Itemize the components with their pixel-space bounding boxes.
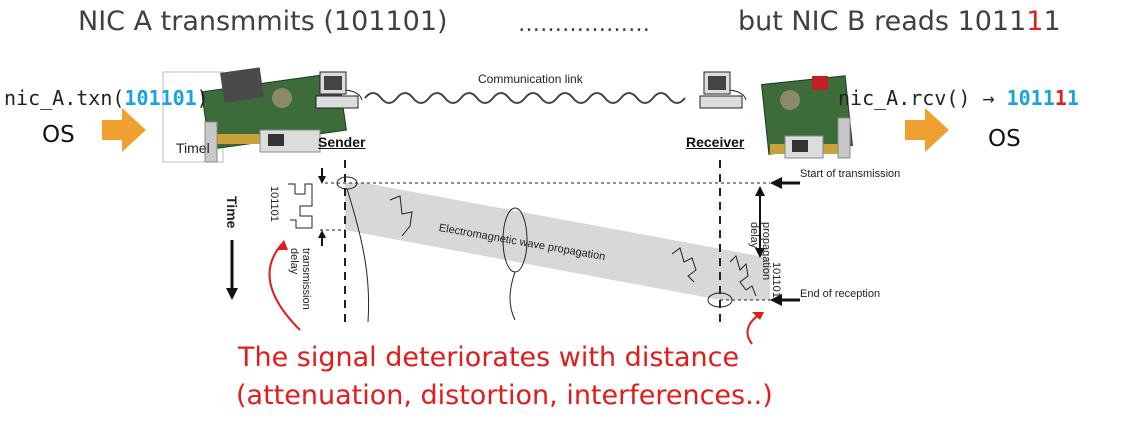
sender-computer-icon [315,71,363,109]
receiver-code-value-red: 1 [1054,86,1067,110]
red-arrow-right [746,313,761,345]
caption-line-1: The signal deteriorates with distance [238,342,740,373]
receiver-code-value-b: 1 [1066,86,1079,110]
orange-arrow-right-icon [905,108,949,152]
header-left-text: NIC A transmmits (101101) [78,6,448,37]
distorted-wave-2 [729,255,757,297]
start-tx-label: Start of transmission [800,168,901,180]
header-right-suffix: 1 [1043,6,1061,37]
prop-delay-label: propagation delay [748,222,772,281]
nic-card-right-icon [761,75,853,159]
sender-code-suffix: ) [196,86,209,110]
sender-bits-label: 101101 [268,186,280,222]
receiver-code-value-a: 1011 [1006,86,1055,110]
communication-link-cable [364,92,686,104]
comm-link-label: Communication link [478,72,583,86]
timeline-partial-label: Timel [176,140,210,156]
end-rx-label: End of reception [800,288,881,300]
header-right-prefix: but NIC B reads 1011 [738,6,1027,37]
red-arrow-left [268,243,301,331]
wave-propagation-band [345,183,770,300]
sender-label: Sender [318,134,366,150]
mid-wave [389,195,413,237]
sender-code-value: 101101 [124,86,197,110]
receiver-computer-icon [699,71,747,109]
receiver-code-prefix: nic_A.rcv() [838,86,983,110]
os-label-right: OS [988,126,1021,152]
receiver-bits-label: 101101 [770,262,782,298]
tx-delay-label: transmission delay [288,248,312,310]
os-label-left: OS [42,122,75,148]
header-ellipsis: ……………… [518,12,650,37]
receiver-code-call: nic_A.rcv() → 101111 [838,86,1079,110]
header-right-text: but NIC B reads 101111 [738,6,1061,37]
orange-arrow-left-icon [102,108,146,152]
receiver-code-arrow: → [982,86,995,110]
sender-square-wave [288,183,313,229]
caption-line-2: (attenuation, distortion, interferences.… [236,380,773,411]
sender-code-call: nic_A.txn(101101) [4,86,209,110]
sender-code-prefix: nic_A.txn( [4,86,125,110]
header-right-red-bit: 1 [1026,6,1044,37]
receiver-label: Receiver [686,134,745,150]
time-label: Time [224,196,240,229]
nic-card-left-icon [201,67,347,163]
distorted-wave-1 [671,247,697,283]
receiver-end-ellipse [707,292,733,308]
